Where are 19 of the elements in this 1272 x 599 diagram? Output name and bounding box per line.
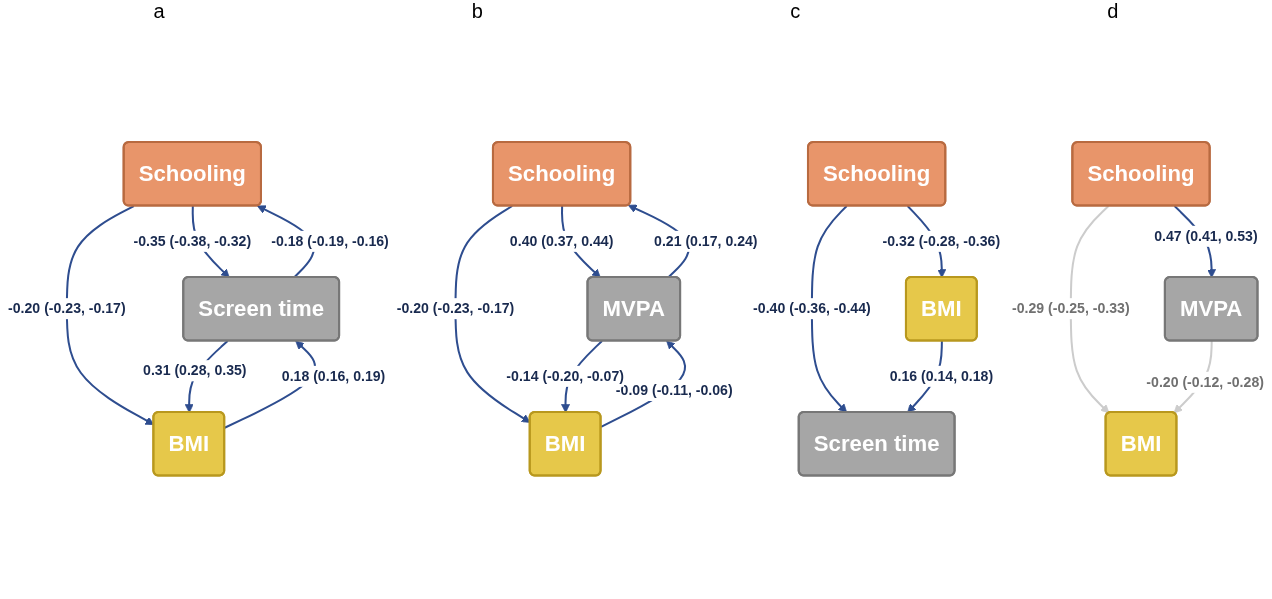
edge-label: 0.31 (0.28, 0.35)	[143, 362, 247, 379]
arrow	[1069, 205, 1110, 414]
panel-letter: a	[153, 0, 165, 24]
edge-label: 0.16 (0.14, 0.18)	[889, 367, 994, 385]
edge-label: -0.18 (-0.19, -0.16)	[271, 232, 389, 250]
edge-label: 0.18 (0.16, 0.19)	[281, 367, 386, 385]
edge-label: -0.29 (-0.25, -0.33)	[1012, 300, 1130, 317]
edge-label: -0.20 (-0.23, -0.17)	[8, 300, 126, 317]
edge-label: -0.35 (-0.38, -0.32)	[133, 232, 252, 250]
edge-label: 0.21 (0.17, 0.24)	[654, 232, 758, 250]
panel-letter: c	[790, 0, 801, 24]
panel-letter: d	[1107, 0, 1119, 24]
edge-label: -0.20 (-0.23, -0.17)	[396, 300, 515, 317]
edge-label: -0.32 (-0.28, -0.36)	[882, 232, 1001, 250]
edge-label: -0.40 (-0.36, -0.44)	[753, 300, 871, 317]
edge-label: 0.40 (0.37, 0.44)	[509, 232, 614, 250]
panel-letter: b	[471, 0, 483, 24]
edge-label: -0.20 (-0.12, -0.28)	[1146, 373, 1264, 391]
edge-label: 0.47 (0.41, 0.53)	[1154, 227, 1258, 244]
